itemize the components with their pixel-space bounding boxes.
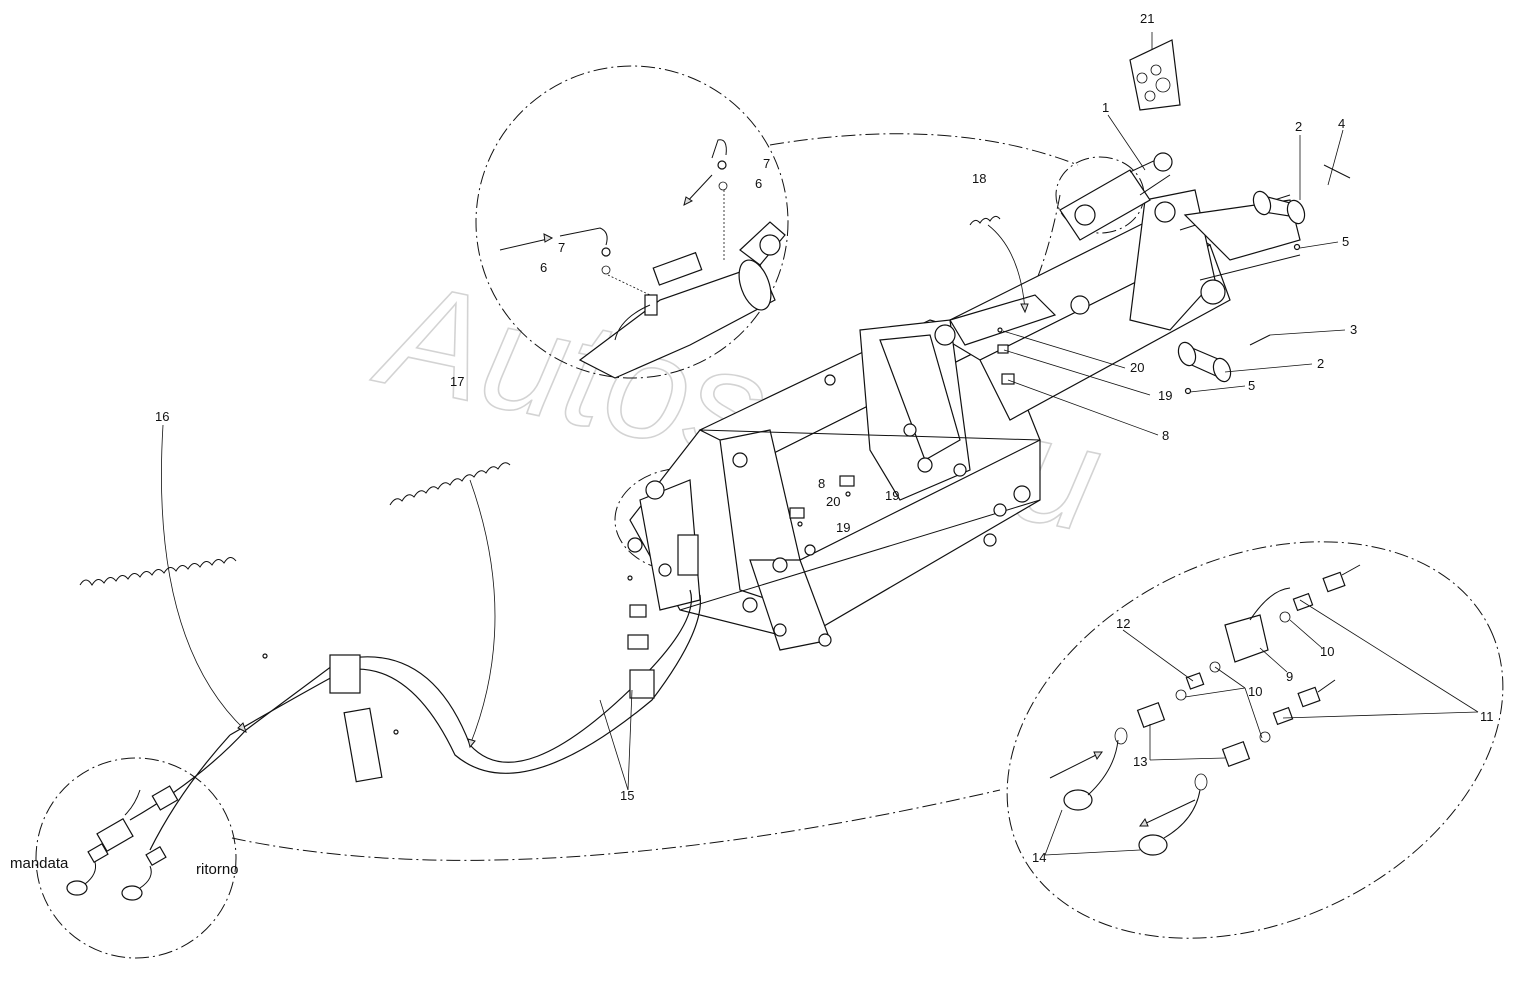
callout-17: 17 — [450, 374, 464, 389]
callout-8-frame: 8 — [1162, 428, 1169, 443]
callout-1: 1 — [1102, 100, 1109, 115]
spring-guard-16 — [79, 557, 237, 586]
callout-4: 4 — [1338, 116, 1345, 131]
detail-cylinder-content — [499, 139, 786, 379]
callout-7-lower: 7 — [558, 240, 565, 255]
callout-14: 14 — [1032, 850, 1046, 865]
hose-clamps — [262, 534, 699, 783]
bolt-lower — [1249, 334, 1271, 346]
seal-kit — [1129, 39, 1181, 111]
callout-10-lower: 10 — [1248, 684, 1262, 699]
callout-3: 3 — [1350, 322, 1357, 337]
callout-9: 9 — [1286, 669, 1293, 684]
callout-6-upper: 6 — [755, 176, 762, 191]
pin-upper — [1252, 190, 1306, 225]
leader-coupling-detail — [231, 789, 1001, 861]
spring-guard-18 — [969, 215, 1001, 226]
callout-19-center-upper: 19 — [885, 488, 899, 503]
callout-15: 15 — [620, 788, 634, 803]
callout-21: 21 — [1140, 11, 1154, 26]
leader-lines — [161, 32, 1479, 856]
callout-2-lower: 2 — [1317, 356, 1324, 371]
hose-pair — [129, 589, 702, 851]
label-mandata: mandata — [10, 855, 69, 872]
callout-8-center: 8 — [818, 476, 825, 491]
detail-ellipse-couplings — [1006, 541, 1504, 939]
callout-11: 11 — [1480, 709, 1494, 724]
callout-10-upper: 10 — [1320, 644, 1334, 659]
detail-couplings-content — [1049, 564, 1361, 856]
clamp-set-frame — [789, 327, 1015, 527]
spring-guard-17 — [389, 462, 511, 506]
callout-20-frame: 20 — [1130, 360, 1144, 375]
callout-5-upper: 5 — [1342, 234, 1349, 249]
callout-12: 12 — [1116, 616, 1130, 631]
detail-circle-cylinder — [475, 65, 789, 379]
callout-18: 18 — [972, 171, 986, 186]
bolt-upper — [1323, 164, 1351, 179]
callout-6-lower: 6 — [540, 260, 547, 275]
callout-7-upper: 7 — [763, 156, 770, 171]
nut-lower — [1184, 387, 1192, 395]
pin-lower — [1177, 341, 1232, 383]
callout-19-frame: 19 — [1158, 388, 1172, 403]
label-ritorno: ritorno — [196, 861, 239, 878]
callout-16: 16 — [155, 409, 169, 424]
callout-13: 13 — [1133, 754, 1147, 769]
nut-upper — [1293, 243, 1301, 251]
boom-frame — [627, 189, 1301, 651]
lift-cylinder — [949, 152, 1173, 346]
detail-circle-valves — [35, 757, 237, 959]
callout-5-lower: 5 — [1248, 378, 1255, 393]
leader-cylinder-detail — [769, 133, 1079, 166]
callout-20-center: 20 — [826, 494, 840, 509]
callout-2-upper: 2 — [1295, 119, 1302, 134]
callout-19-center-lower: 19 — [836, 520, 850, 535]
detail-valves-content — [66, 785, 179, 901]
